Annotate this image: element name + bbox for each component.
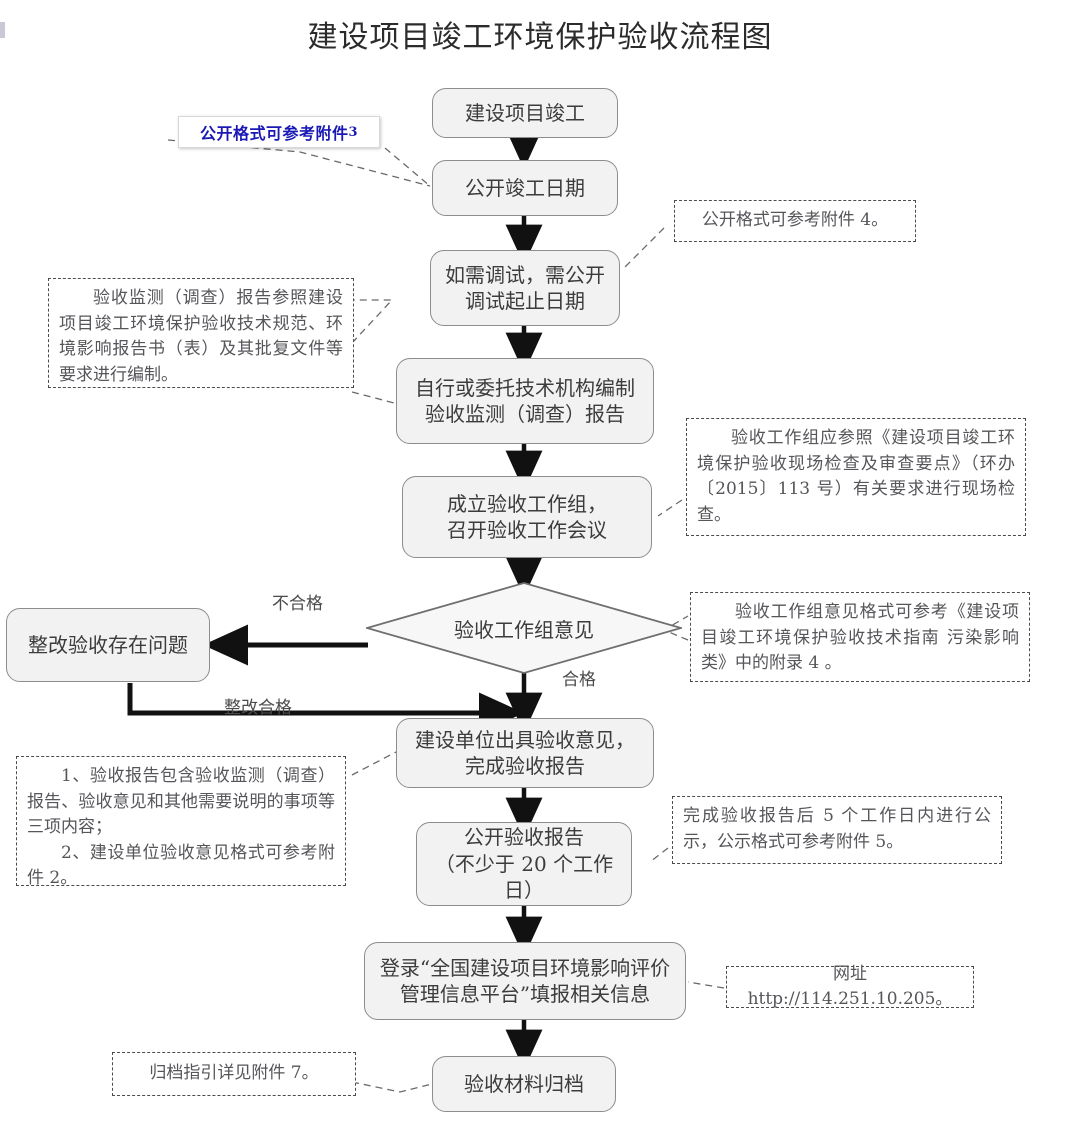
note-text: 验收监测（调查）报告参照建设项目竣工环境保护验收技术规范、环境影响报告书（表）及… <box>59 288 343 385</box>
decision-label: 验收工作组意见 <box>454 617 594 642</box>
node-text-line1: 公开验收报告 <box>464 825 584 850</box>
node-archive-materials[interactable]: 验收材料归档 <box>432 1056 616 1112</box>
note-report-specification: 验收监测（调查）报告参照建设项目竣工环境保护验收技术规范、环境影响报告书（表）及… <box>48 278 354 388</box>
node-text-line1: 自行或委托技术机构编制 <box>415 375 635 400</box>
note-blue-text: 公开格式可参考附件 <box>199 124 349 143</box>
diamond-shape <box>366 582 682 674</box>
node-publish-completion-date[interactable]: 公开竣工日期 <box>432 160 618 216</box>
note-text: 验收工作组应参照《建设项目竣工环境保护验收现场检查及审查要点》（环办〔2015〕… <box>697 428 1015 525</box>
note-attachment4: 公开格式可参考附件 4。 <box>674 200 916 242</box>
node-acceptance-monitoring-report[interactable]: 自行或委托技术机构编制 验收监测（调查）报告 <box>396 358 654 444</box>
note-archive-guide: 归档指引详见附件 7。 <box>112 1052 356 1096</box>
note-text: 验收工作组意见格式可参考《建设项目竣工环境保护验收技术指南 污染影响类》中的附录… <box>701 602 1019 673</box>
edge-label-pass: 合格 <box>562 670 596 690</box>
node-text-line1: 建设单位出具验收意见， <box>415 727 635 752</box>
page-title: 建设项目竣工环境保护验收流程图 <box>307 20 773 55</box>
node-project-completion[interactable]: 建设项目竣工 <box>432 88 618 138</box>
node-establish-workgroup[interactable]: 成立验收工作组， 召开验收工作会议 <box>402 476 652 558</box>
note-website-url: 网址 http://114.251.10.205。 <box>726 964 974 1009</box>
note-text: 归档指引详见附件 7。 <box>149 1063 319 1084</box>
node-text-line2: 完成验收报告 <box>465 754 585 778</box>
note-blue-subscript: 3 <box>348 124 359 140</box>
node-text: 公开竣工日期 <box>465 175 585 200</box>
note-opinion-format: 验收工作组意见格式可参考《建设项目竣工环境保护验收技术指南 污染影响类》中的附录… <box>690 592 1030 682</box>
note-text: 完成验收报告后 5 个工作日内进行公示，公示格式可参考附件 5。 <box>683 806 991 852</box>
node-text-line2: （不少于 20 个工作日） <box>434 851 614 903</box>
node-commissioning-dates[interactable]: 如需调试，需公开 调试起止日期 <box>430 250 620 326</box>
edge-label-fail: 不合格 <box>272 594 323 614</box>
note-text: 网址 http://114.251.10.205。 <box>747 963 953 1010</box>
node-text-line1: 登录“全国建设项目环境影响评价 <box>379 955 671 980</box>
node-text-line2: 验收监测（调查）报告 <box>425 402 625 426</box>
note-report-content: 1、验收报告包含验收监测（调查）报告、验收意见和其他需要说明的事项等三项内容； … <box>16 756 346 888</box>
note-text-item2: 2、建设单位验收意见格式可参考附件 2。 <box>27 842 335 889</box>
note-publicity-period: 完成验收报告后 5 个工作日内进行公示，公示格式可参考附件 5。 <box>672 796 1002 864</box>
edge-label-rectified: 整改合格 <box>224 698 292 718</box>
node-text: 建设项目竣工 <box>465 100 585 125</box>
node-text-line1: 如需调试，需公开 <box>445 262 605 287</box>
note-text: 公开格式可参考附件 4。 <box>701 210 889 231</box>
node-text-line2: 召开验收工作会议 <box>447 518 607 542</box>
note-text-item1: 1、验收报告包含验收监测（调查）报告、验收意见和其他需要说明的事项等三项内容； <box>27 766 335 837</box>
node-publish-acceptance-report[interactable]: 公开验收报告 （不少于 20 个工作日） <box>416 822 632 906</box>
page-edge-mark <box>0 22 5 38</box>
node-issue-acceptance-opinion[interactable]: 建设单位出具验收意见， 完成验收报告 <box>396 718 654 788</box>
node-text-line2: 调试起止日期 <box>465 289 585 313</box>
node-text: 整改验收存在问题 <box>28 632 188 657</box>
node-login-eia-platform[interactable]: 登录“全国建设项目环境影响评价 管理信息平台”填报相关信息 <box>364 942 686 1020</box>
node-rectify-issues[interactable]: 整改验收存在问题 <box>6 608 210 682</box>
decision-workgroup-opinion[interactable]: 验收工作组意见 <box>366 582 682 674</box>
node-text: 验收材料归档 <box>464 1071 584 1096</box>
node-text-line2: 管理信息平台”填报相关信息 <box>399 982 651 1006</box>
note-workgroup-site-check: 验收工作组应参照《建设项目竣工环境保护验收现场检查及审查要点》（环办〔2015〕… <box>686 418 1026 536</box>
node-text-line1: 成立验收工作组， <box>447 491 607 516</box>
